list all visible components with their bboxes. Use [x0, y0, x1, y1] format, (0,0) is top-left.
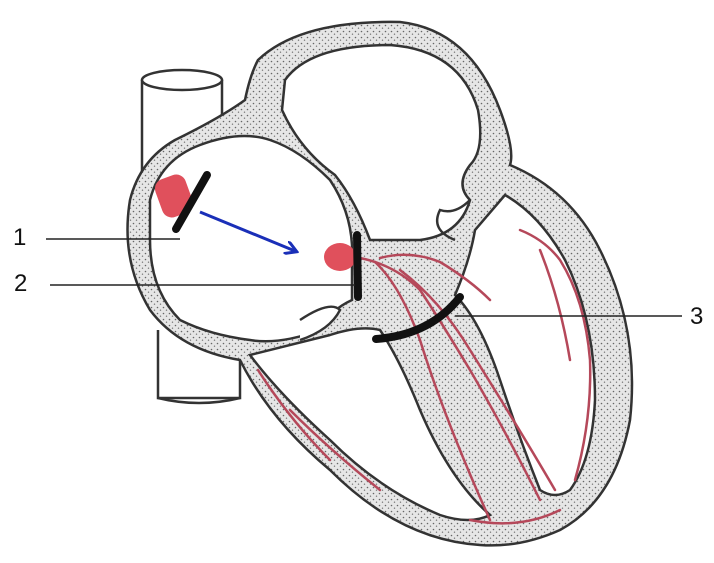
label-3: 3 — [690, 305, 703, 329]
label-2: 2 — [14, 272, 27, 296]
label-1: 1 — [13, 226, 26, 250]
block-bar-2 — [357, 235, 358, 297]
atrioventricular-node — [324, 243, 356, 271]
